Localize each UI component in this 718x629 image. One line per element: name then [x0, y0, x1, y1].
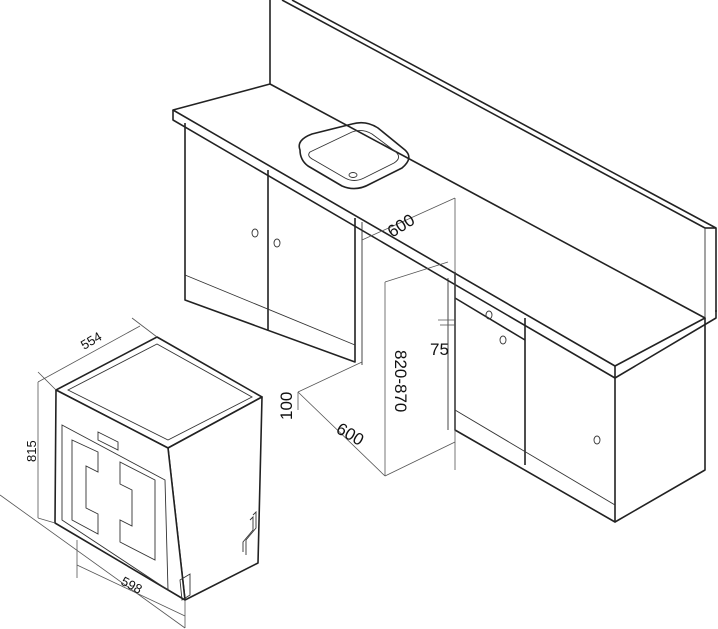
drain-icon — [348, 172, 358, 178]
door-knob-icon — [499, 335, 507, 345]
handle-recess — [97, 431, 119, 451]
niche-depth-label: 600 — [333, 419, 367, 450]
appliance-dimensions — [0, 317, 186, 629]
door-knob-icon — [593, 435, 601, 445]
sink — [298, 121, 410, 190]
door-knob-icon — [251, 228, 259, 238]
appliance-width-label: 598 — [119, 573, 145, 596]
door-pattern-left — [71, 439, 99, 535]
dishwasher — [54, 336, 263, 601]
backsplash — [269, 0, 717, 318]
left-cabinet — [184, 123, 363, 365]
door-pattern-right — [119, 461, 156, 561]
door-knob-icon — [273, 238, 281, 248]
side-gap-label: 75 — [430, 340, 449, 359]
appliance-depth-label: 554 — [78, 329, 104, 353]
plinth-height-label: 100 — [277, 392, 296, 420]
drawer-knob-icon — [485, 310, 493, 320]
appliance-height-label: 815 — [24, 440, 39, 462]
niche-height-label: 820-870 — [391, 350, 410, 412]
countertop — [172, 83, 717, 379]
niche-dimensions — [297, 197, 456, 477]
